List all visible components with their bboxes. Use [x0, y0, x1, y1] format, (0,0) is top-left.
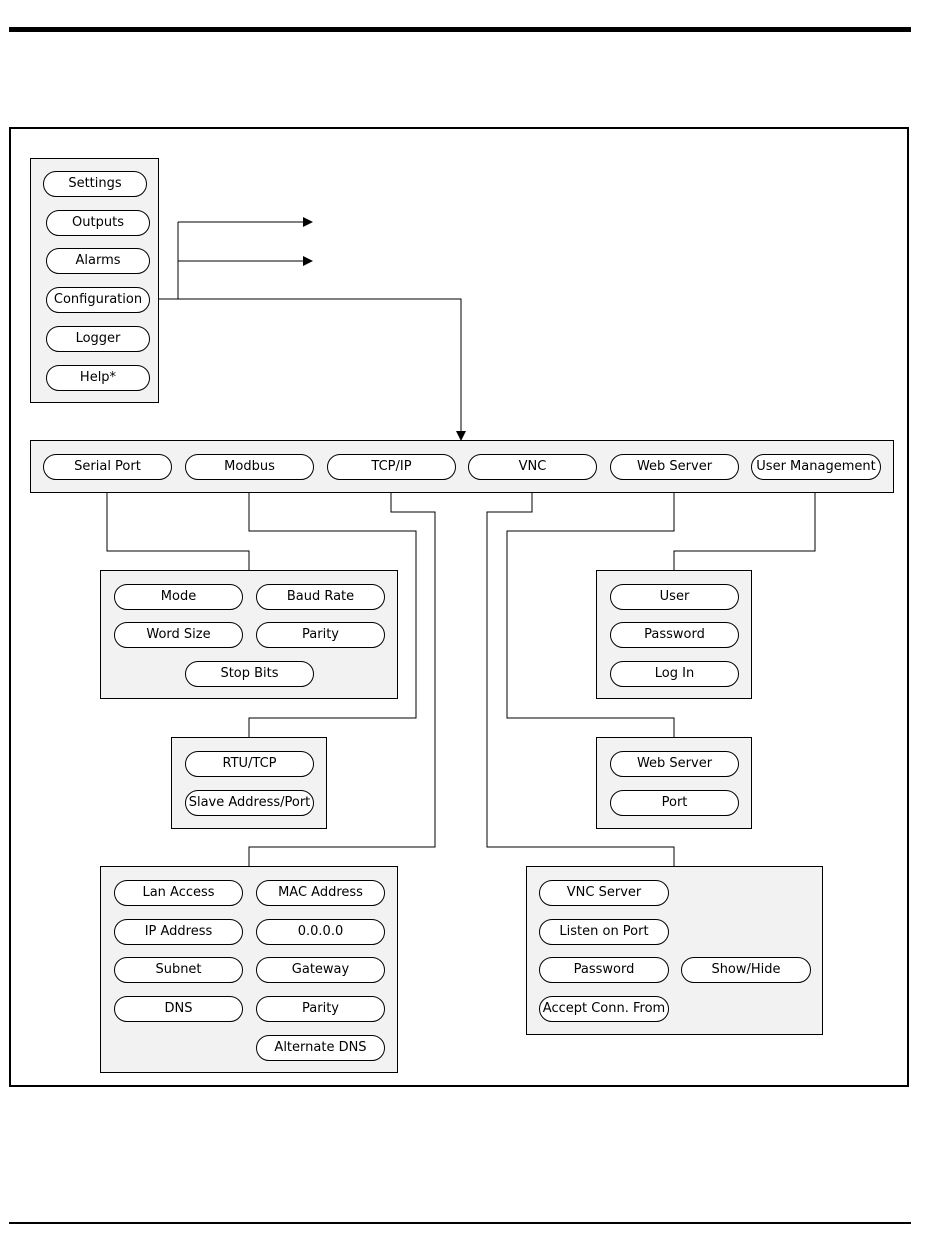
tcpip-parity-button[interactable]: Parity [256, 996, 385, 1022]
parity-button[interactable]: Parity [256, 622, 385, 648]
serial-port-panel: Mode Baud Rate Word Size Parity Stop Bit… [100, 570, 398, 699]
web-server-button[interactable]: Web Server [610, 751, 739, 777]
menu-configuration-button[interactable]: Configuration [46, 287, 150, 313]
show-hide-button[interactable]: Show/Hide [681, 957, 811, 983]
alternate-dns-button[interactable]: Alternate DNS [256, 1035, 385, 1061]
connector-tcpip [248, 493, 436, 866]
arrow-configuration [178, 298, 466, 441]
listen-on-port-button[interactable]: Listen on Port [539, 919, 669, 945]
mac-address-button[interactable]: MAC Address [256, 880, 385, 906]
menu-settings-button[interactable]: Settings [43, 171, 147, 197]
configuration-tabs-panel: Serial Port Modbus TCP/IP VNC Web Server… [30, 440, 894, 493]
connector-web-server [506, 493, 675, 737]
dns-button[interactable]: DNS [114, 996, 243, 1022]
vnc-password-button[interactable]: Password [539, 957, 669, 983]
menu-logger-button[interactable]: Logger [46, 326, 150, 352]
ip-address-button[interactable]: IP Address [114, 919, 243, 945]
accept-conn-from-button[interactable]: Accept Conn. From [539, 996, 669, 1022]
stop-bits-button[interactable]: Stop Bits [185, 661, 314, 687]
tab-user-management[interactable]: User Management [751, 454, 881, 480]
tab-serial-port[interactable]: Serial Port [43, 454, 172, 480]
gateway-button[interactable]: Gateway [256, 957, 385, 983]
tab-tcpip[interactable]: TCP/IP [327, 454, 456, 480]
tab-vnc[interactable]: VNC [468, 454, 597, 480]
baud-rate-button[interactable]: Baud Rate [256, 584, 385, 610]
mode-button[interactable]: Mode [114, 584, 243, 610]
connector-configuration-bus [159, 222, 179, 300]
word-size-button[interactable]: Word Size [114, 622, 243, 648]
main-menu-panel: Settings Outputs Alarms Configuration Lo… [30, 158, 159, 403]
web-server-panel: Web Server Port [596, 737, 752, 829]
top-rule [9, 27, 911, 32]
user-management-panel: User Password Log In [596, 570, 752, 699]
slave-address-port-button[interactable]: Slave Address/Port [185, 790, 314, 816]
lan-access-button[interactable]: Lan Access [114, 880, 243, 906]
connector-user-management [673, 493, 816, 570]
menu-outputs-button[interactable]: Outputs [46, 210, 150, 236]
log-in-button[interactable]: Log In [610, 661, 739, 687]
connector-modbus [248, 493, 417, 737]
user-button[interactable]: User [610, 584, 739, 610]
diagram-frame [9, 127, 909, 1087]
mac-value-field[interactable]: 0.0.0.0 [256, 919, 385, 945]
connector-serial-port [106, 493, 250, 570]
rtu-tcp-button[interactable]: RTU/TCP [185, 751, 314, 777]
tab-web-server[interactable]: Web Server [610, 454, 739, 480]
connector-vnc [486, 493, 675, 866]
menu-alarms-button[interactable]: Alarms [46, 248, 150, 274]
password-button[interactable]: Password [610, 622, 739, 648]
subnet-button[interactable]: Subnet [114, 957, 243, 983]
vnc-server-button[interactable]: VNC Server [539, 880, 669, 906]
port-button[interactable]: Port [610, 790, 739, 816]
tcpip-panel: Lan Access MAC Address IP Address 0.0.0.… [100, 866, 398, 1073]
bottom-rule [9, 1222, 911, 1224]
tab-modbus[interactable]: Modbus [185, 454, 314, 480]
modbus-panel: RTU/TCP Slave Address/Port [171, 737, 327, 829]
vnc-panel: VNC Server Listen on Port Password Show/… [526, 866, 823, 1035]
menu-help-button[interactable]: Help* [46, 365, 150, 391]
